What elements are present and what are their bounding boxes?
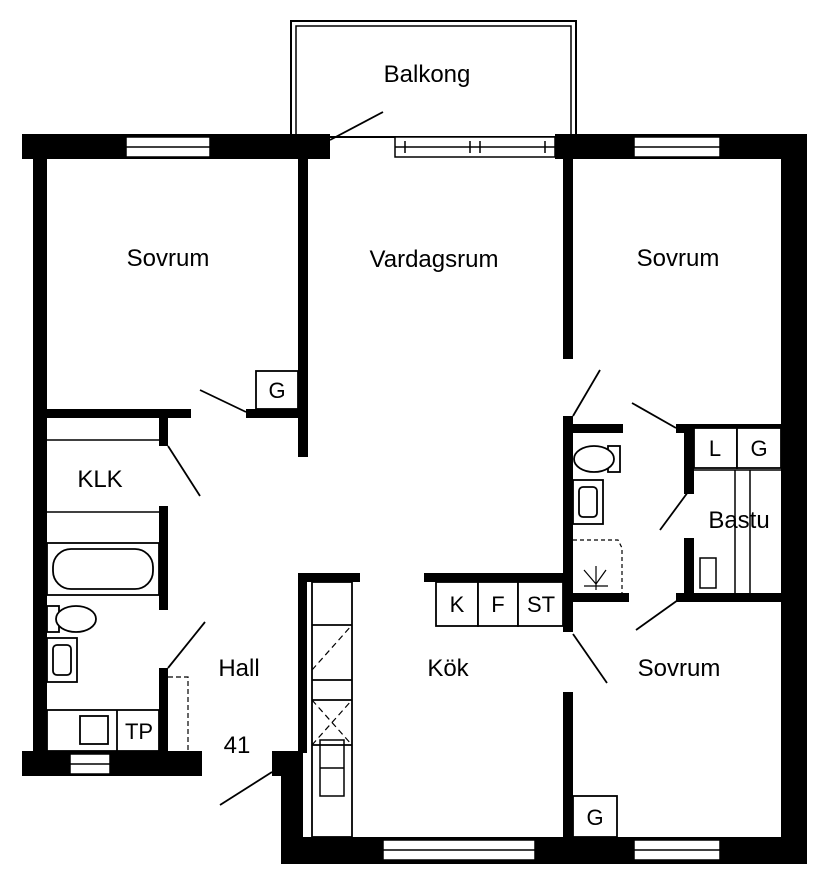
shower-icon [573,539,623,593]
windows [69,136,721,861]
balcony-label: Balkong [384,61,471,88]
wardrobe-left-label: G [268,378,285,403]
walls [22,134,807,864]
bedroom-left-label: Sovrum [127,245,210,272]
bathtub [46,542,160,596]
kitchen-st-label: ST [527,592,555,617]
sink-icon-2 [572,479,604,525]
kitchen-diagonals [311,624,353,746]
toilet-icon-2 [573,445,621,473]
washer-outline [168,676,189,751]
bath-cabinet [46,709,160,752]
bedroom-right-label: Sovrum [637,245,720,272]
wardrobe-lower-label: G [586,805,603,830]
klk-shelf [47,439,159,513]
doors [167,111,689,806]
kitchen-k-label: K [450,592,465,617]
toilet-icon [46,605,97,633]
sauna-label: Bastu [708,507,769,534]
stove-icon [319,739,345,797]
living-room-label: Vardagsrum [370,246,499,273]
kitchen-f-label: F [491,592,504,617]
kitchen-label: Kök [427,655,469,682]
hall-label: Hall [218,655,259,682]
sauna-benches [694,469,781,593]
cabinet-boxes [255,370,782,838]
apartment-number: 41 [224,732,251,759]
bedroom-lower-label: Sovrum [638,655,721,682]
linen-label: L [709,436,721,461]
bath-tp-label: TP [125,719,153,744]
klk-label: KLK [77,466,122,493]
wardrobe-right-label: G [750,436,767,461]
sink-icon [46,637,78,683]
kitchen-counter [311,581,353,838]
